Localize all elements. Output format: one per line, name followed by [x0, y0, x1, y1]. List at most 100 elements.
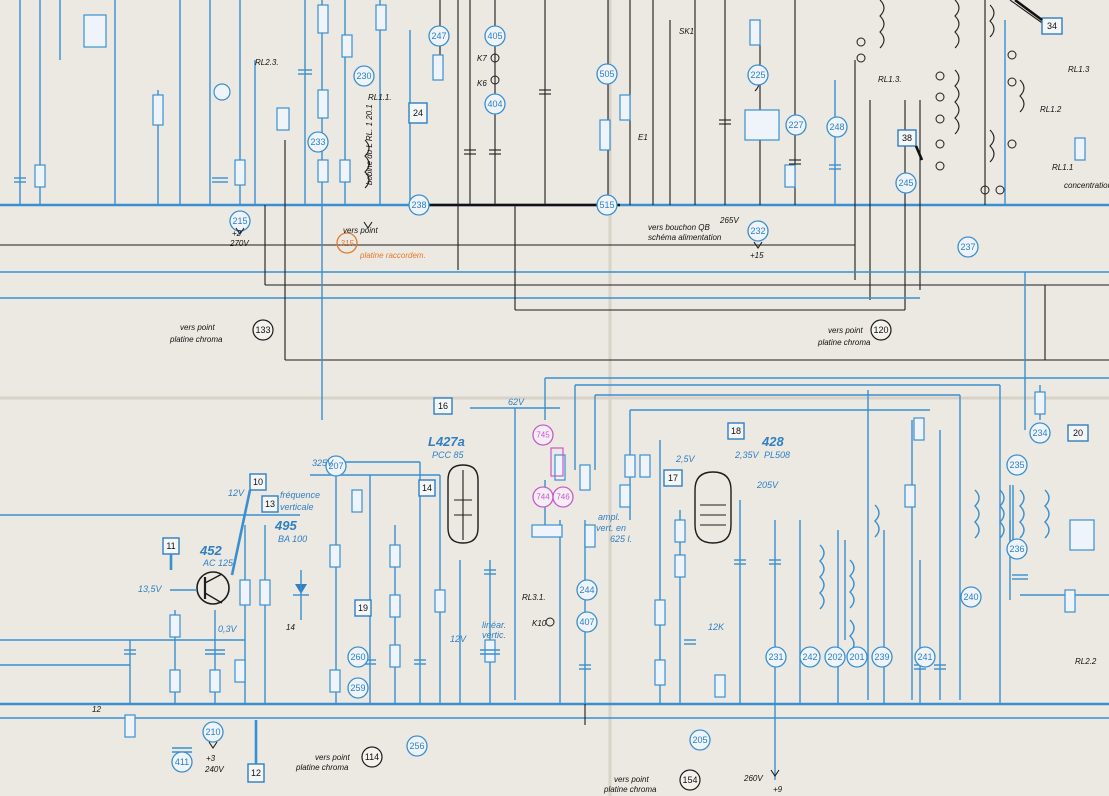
note-plus3: +3 — [206, 754, 216, 763]
note-12v-b: 12V — [450, 634, 467, 644]
note-plus9: +9 — [773, 785, 783, 794]
svg-text:404: 404 — [487, 99, 502, 109]
svg-text:242: 242 — [802, 652, 817, 662]
flag-boxes: 10 11 12 13 14 16 17 18 19 20 24 34 38 — [162, 17, 1089, 783]
note-62v: 62V — [508, 397, 525, 407]
svg-text:205: 205 — [692, 735, 707, 745]
transistor-452 — [170, 571, 230, 605]
note-vers-point-154: vers point — [614, 775, 649, 784]
svg-text:315: 315 — [340, 239, 354, 248]
svg-text:248: 248 — [829, 122, 844, 132]
note-platine-chroma-133: platine chroma — [169, 335, 223, 344]
note-vers-bouchon: vers bouchon QB — [648, 223, 710, 232]
note-platine-chroma-154: platine chroma — [603, 785, 657, 794]
svg-text:233: 233 — [310, 137, 325, 147]
svg-text:230: 230 — [356, 71, 371, 81]
note-platine-chroma-120: platine chroma — [817, 338, 871, 347]
svg-text:411: 411 — [175, 757, 189, 767]
lower-transformers — [819, 485, 1050, 653]
upper-vertical-wires — [19, 0, 1006, 310]
svg-text:120: 120 — [873, 325, 888, 335]
middle-horizontal-wires — [0, 140, 1109, 430]
blue-nodes: 215 237 238 233 230 247 225 227 248 245 … — [171, 25, 1051, 773]
note-vers-point-315: vers point — [343, 226, 378, 235]
label-bobine: bobine du L RL. 1 20.1 — [365, 104, 374, 185]
svg-text:235: 235 — [1009, 460, 1024, 470]
label-rl23: RL2.3. — [255, 58, 279, 67]
leader-10 — [230, 489, 252, 576]
svg-text:201: 201 — [849, 652, 864, 662]
note-vers-point-133: vers point — [180, 323, 215, 332]
label-ampl: ampl. — [598, 512, 620, 522]
note-25v: 2,5V — [675, 454, 696, 464]
svg-text:202: 202 — [827, 652, 842, 662]
svg-text:14: 14 — [422, 483, 432, 493]
note-265v: 265V — [719, 216, 739, 225]
label-diode-ba100: BA 100 — [278, 534, 307, 544]
handwritten-14: 14 — [286, 623, 295, 632]
note-235v: 2,35V — [734, 450, 760, 460]
svg-text:405: 405 — [487, 31, 502, 41]
label-k7: K7 — [477, 54, 487, 63]
label-tube-l427a: L427a — [428, 434, 465, 449]
svg-text:256: 256 — [409, 741, 424, 751]
svg-text:13: 13 — [265, 499, 275, 509]
note-03v: 0,3V — [218, 624, 238, 634]
label-vertic: vertic. — [482, 630, 506, 640]
label-linear: linéar. — [482, 620, 506, 630]
lower-wiring — [0, 377, 1109, 780]
svg-text:245: 245 — [898, 178, 913, 188]
svg-text:744: 744 — [536, 493, 550, 502]
label-tube-pcc85: PCC 85 — [432, 450, 465, 460]
pink-nodes: 745 744 746 — [532, 424, 574, 508]
svg-text:746: 746 — [556, 493, 570, 502]
svg-text:236: 236 — [1009, 544, 1024, 554]
note-205v: 205V — [756, 480, 779, 490]
svg-text:133: 133 — [255, 325, 270, 335]
svg-text:12: 12 — [251, 768, 261, 778]
diode-495 — [293, 570, 309, 620]
svg-text:215: 215 — [232, 216, 247, 226]
svg-text:34: 34 — [1047, 21, 1057, 31]
label-concentration: concentration — [1064, 181, 1109, 190]
svg-text:210: 210 — [205, 727, 220, 737]
svg-text:407: 407 — [579, 617, 594, 627]
svg-text:11: 11 — [166, 541, 175, 551]
svg-text:745: 745 — [536, 431, 550, 440]
svg-text:231: 231 — [768, 652, 783, 662]
note-plus2: +2 — [232, 229, 242, 238]
top-capacitors — [14, 69, 841, 183]
note-325v: 325V — [312, 458, 334, 468]
svg-text:515: 515 — [599, 200, 614, 210]
svg-text:247: 247 — [431, 31, 446, 41]
tube-l427a — [447, 464, 479, 544]
note-240v: 240V — [204, 765, 224, 774]
label-rl31: RL3.1. — [522, 593, 546, 602]
supply-arrows — [208, 221, 780, 777]
svg-text:19: 19 — [358, 603, 368, 613]
tube-428 — [694, 471, 732, 544]
terminal-circles — [490, 37, 1017, 627]
label-transistor-452: 452 — [199, 543, 222, 558]
note-platine-raccordem: platine raccordem. — [359, 251, 426, 260]
black-nodes: 133 120 114 154 — [252, 319, 892, 791]
label-sk1: SK1 — [679, 27, 694, 36]
label-625l: 625 l. — [610, 534, 632, 544]
handwritten-12: 12 — [92, 705, 101, 714]
svg-text:240: 240 — [963, 592, 978, 602]
svg-text:234: 234 — [1032, 428, 1047, 438]
label-k10: K10 — [532, 619, 547, 628]
svg-text:24: 24 — [413, 108, 423, 118]
svg-text:38: 38 — [902, 133, 912, 143]
note-vers-point-120: vers point — [828, 326, 863, 335]
note-platine-chroma-114: platine chroma — [295, 763, 349, 772]
svg-text:18: 18 — [731, 426, 741, 436]
note-135v: 13,5V — [138, 584, 163, 594]
note-12v: 12V — [228, 488, 245, 498]
leader-34 — [1014, 0, 1043, 22]
svg-text:207: 207 — [328, 461, 343, 471]
lower-components — [124, 391, 1095, 738]
label-tube-428: 428 — [761, 434, 784, 449]
bobine-coil — [364, 139, 370, 189]
